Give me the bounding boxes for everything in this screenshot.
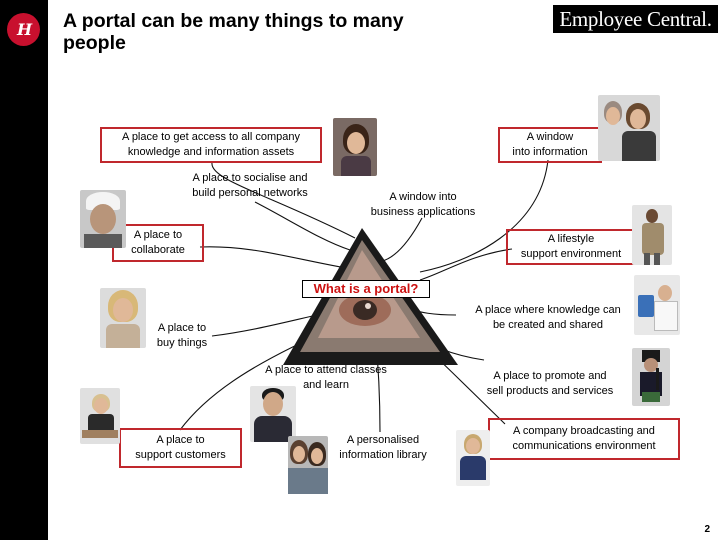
label-text: and learn [303,379,349,391]
label-window-info: A window into information [498,127,602,163]
label-text: buy things [156,337,208,349]
link-collaborate [199,246,347,269]
label-business-apps: A window into business applications [355,187,491,223]
label-socialise: A place to socialise and build personal n… [172,168,328,204]
link-socialise [254,201,351,251]
label-text: A window into [389,191,457,203]
label-text: be created and shared [492,319,604,331]
label-text: A place to socialise and [192,172,308,184]
label-text: sell products and services [486,385,614,397]
label-text: collaborate [131,244,185,256]
brand-logo: Employee Central. [553,5,718,33]
label-knowledge-assets: A place to get access to all company know… [100,127,322,163]
sidebar-bar: H [0,0,48,540]
label-text: A lifestyle [547,233,595,245]
label-text: A place to [133,229,183,241]
title-line-2: people [63,32,126,54]
label-buy-things: A place to buy things [144,318,220,354]
label-text: A place to promote and [493,370,607,382]
link-business [377,217,423,263]
label-text: business applications [370,206,476,218]
central-question: What is a portal? [302,280,430,298]
label-text: build personal networks [192,187,308,199]
link-knowledge [211,162,356,239]
label-support-customers: A place to support customers [119,428,242,468]
photo-bagpiper [632,348,670,406]
photo-man-suit [250,386,296,442]
photo-presenter [456,430,490,486]
label-knowledge-created: A place where knowledge can be created an… [456,300,640,336]
photo-woman-phone [333,118,377,176]
label-text: A place to get access to all company [122,131,300,143]
label-text: A place where knowledge can [475,304,621,316]
page-number: 2 [704,524,710,535]
photo-two-people [598,95,660,161]
photo-blonde-woman [100,288,146,348]
label-text: into information [512,146,588,158]
label-text: A place to [156,434,205,446]
photo-traveller [632,205,672,265]
label-library: A personalised information library [324,430,442,466]
label-text: support customers [135,449,226,461]
company-logo: H [7,13,40,46]
label-promote: A place to promote and sell products and … [468,366,632,402]
link-window-info [419,159,549,273]
photo-office-worker [80,388,120,444]
label-text: information library [339,449,427,461]
label-text: A company broadcasting and [513,425,655,437]
label-text: communications environment [512,440,656,452]
link-lifestyle [419,248,513,281]
label-broadcasting: A company broadcasting and communications… [488,418,680,460]
title-line-1: A portal can be many things to many [63,10,404,32]
label-text: A window [526,131,574,143]
label-lifestyle: A lifestyle support environment [506,229,636,265]
photo-two-women [288,436,328,494]
photo-worker-hardhat [80,190,126,248]
label-text: support environment [520,248,622,260]
page-title: A portal can be many things to many peop… [63,10,533,54]
label-text: A place to [157,322,207,334]
label-classes: A place to attend classes and learn [248,360,404,396]
label-text: A place to attend classes [265,364,387,376]
label-text: knowledge and information assets [127,146,295,158]
label-text: A personalised [346,434,420,446]
photo-lab-researcher [634,275,680,335]
